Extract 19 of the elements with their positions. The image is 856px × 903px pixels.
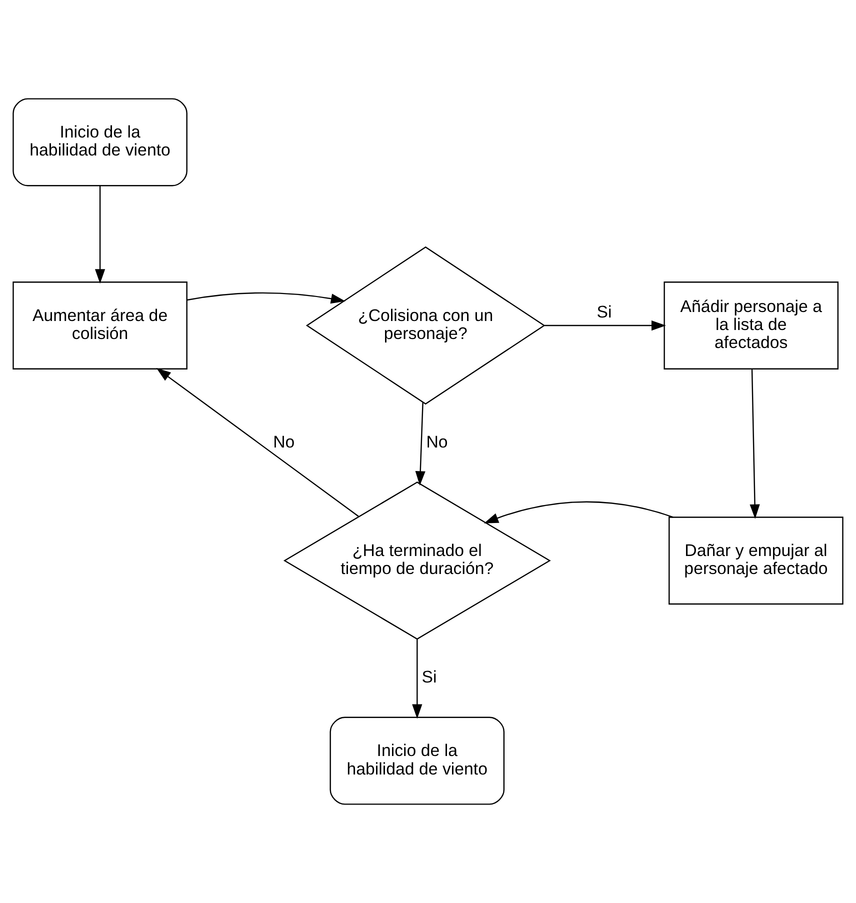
arrow xyxy=(94,186,106,284)
node-diamond: ¿Colisiona con un personaje? xyxy=(306,246,546,405)
node-box: Inicio de la habilidad de viento xyxy=(330,716,505,805)
node-box: Dañar y empujar al personaje afectado xyxy=(668,516,844,605)
arrow xyxy=(415,402,426,486)
arrow xyxy=(484,501,674,524)
node-box: Añádir personaje a la lista de afectados xyxy=(664,282,839,370)
edge-label: Si xyxy=(422,668,437,687)
arrow xyxy=(750,369,760,519)
node-box: Inicio de la habilidad de viento xyxy=(12,98,188,186)
arrow xyxy=(412,639,422,719)
arrow xyxy=(187,292,346,304)
arrow xyxy=(544,320,666,331)
node-diamond: ¿Ha terminado el tiempo de duración? xyxy=(283,482,551,640)
edge-label: No xyxy=(426,432,448,452)
node-box: Aumentar área de colisión xyxy=(12,282,188,370)
edge-label: No xyxy=(273,432,295,452)
arrow xyxy=(156,368,360,517)
edge-label: Si xyxy=(596,302,612,322)
